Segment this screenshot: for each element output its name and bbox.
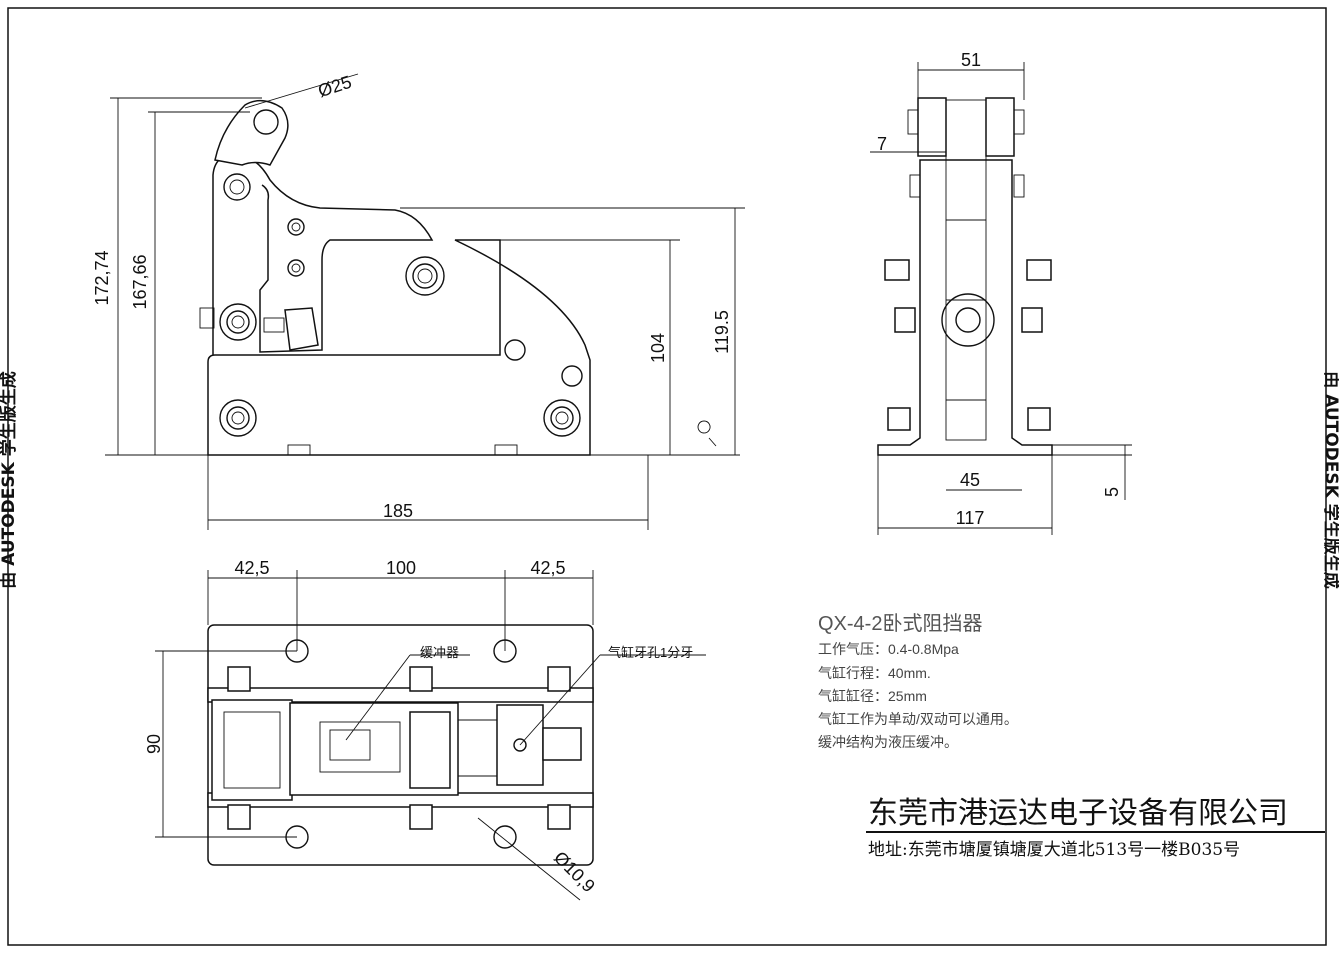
dim-front-inner: 45	[960, 470, 980, 490]
title-block: 东莞市港运达电子设备有限公司 地址:东莞市塘厦镇塘厦大道北513号一楼B035号	[866, 796, 1325, 860]
bolt-bottom-left	[219, 399, 257, 437]
dim-side-height-2: 167,66	[130, 254, 150, 309]
dim-front-top-width: 51	[961, 50, 981, 70]
dim-side-height-total: 172,74	[92, 250, 112, 305]
watermark-left: 由 AUTODESK 学生版生成	[0, 371, 19, 588]
callout-buffer: 缓冲器	[420, 645, 459, 660]
dim-pin-dia: Ø25	[315, 72, 354, 102]
spec-line: 工作气压：0.4-0.8Mpa	[818, 641, 959, 657]
model-title: QX-4-2卧式阻挡器	[818, 612, 982, 635]
spec-line: 气缸行程：40mm.	[818, 665, 931, 681]
dim-top-right: 42,5	[530, 558, 565, 578]
dim-front-thick: 5	[1102, 487, 1122, 497]
side-view: 172,74 167,66 104 119.5 185 Ø25	[92, 72, 745, 530]
dim-top-left: 42,5	[234, 558, 269, 578]
bolt-large	[405, 256, 445, 296]
dim-top-width: 90	[144, 734, 164, 754]
spec-notes: QX-4-2卧式阻挡器 工作气压：0.4-0.8Mpa 气缸行程：40mm. 气…	[818, 612, 1018, 750]
watermark-right: 由 AUTODESK 学生版生成	[1321, 371, 1339, 588]
spec-line: 缓冲结构为液压缓冲。	[818, 734, 958, 750]
callout-cylinder-port: 气缸牙孔1分牙	[608, 645, 693, 660]
dim-front-base: 117	[956, 508, 985, 528]
spec-line: 气缸缸径：25mm	[818, 688, 927, 704]
spec-line: 气缸工作为单动/双动可以通用。	[818, 711, 1018, 727]
dim-front-offset: 7	[877, 134, 887, 154]
dim-side-length: 185	[383, 501, 413, 521]
company-name: 东莞市港运达电子设备有限公司	[868, 796, 1288, 831]
top-view: 42,5 100 42,5 90 Ø10,9 缓冲器 气缸牙孔1分牙	[144, 558, 706, 901]
bolt-bottom-right	[543, 399, 581, 437]
dim-side-h104: 104	[648, 333, 668, 363]
bolt-left-mid	[219, 303, 257, 341]
sheet-border	[7, 7, 1327, 946]
dim-top-mid: 100	[386, 558, 416, 578]
dim-side-h119: 119.5	[712, 310, 732, 354]
company-address: 地址:东莞市塘厦镇塘厦大道北513号一楼B035号	[868, 840, 1240, 860]
front-view: 51 7 45 117 5	[870, 50, 1132, 535]
